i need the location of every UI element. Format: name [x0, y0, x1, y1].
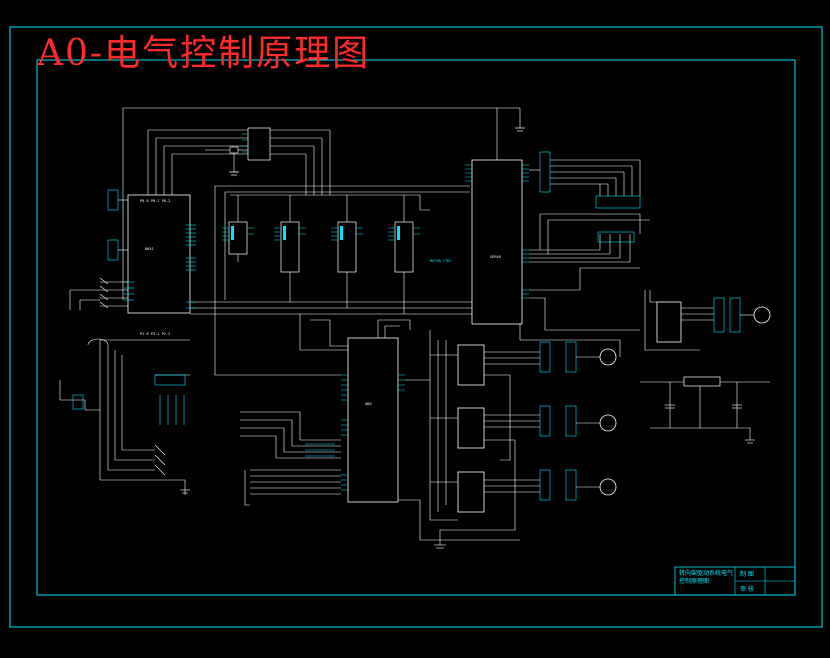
- driver-chips: [222, 194, 430, 314]
- input-switches: [69, 189, 128, 310]
- title-block-cell-drafter: 制 图: [740, 571, 754, 578]
- svg-text:AD0: AD0: [365, 402, 372, 406]
- motor-drivers-lower: [429, 324, 621, 549]
- relay-ladder: [59, 338, 190, 495]
- svg-text:8051: 8051: [145, 247, 154, 251]
- title-block-name: 转向架驱动系统电气控制原理图: [679, 570, 734, 585]
- svg-text:SERVO: SERVO: [490, 255, 501, 259]
- top-small-chip: [205, 127, 271, 173]
- title-block-cell-checker: 审 核: [740, 586, 754, 593]
- ground-symbols: [229, 127, 525, 176]
- outer-frame: [9, 26, 823, 628]
- central-lower-chip: AD0: [214, 300, 520, 541]
- power-regulator: [640, 376, 770, 444]
- drawing-title: A0-电气控制原理图: [37, 33, 371, 74]
- motor-driver-right: [644, 290, 771, 351]
- main-controller-chip: SERVO MOTOR CTRL: [430, 151, 650, 331]
- svg-text:MOTOR CTRL: MOTOR CTRL: [430, 259, 452, 263]
- svg-text:P0.0 P0.1 P0.2: P0.0 P0.1 P0.2: [140, 199, 170, 203]
- svg-text:P2.0 P2.1 P2.2: P2.0 P2.1 P2.2: [140, 332, 170, 336]
- mcu-block: P0.0 P0.1 P0.2 8051 P2.0 P2.1 P2.2: [124, 194, 196, 336]
- title-block: [674, 566, 796, 596]
- sensor-network: [240, 411, 341, 459]
- wire-bus-top: [122, 107, 521, 315]
